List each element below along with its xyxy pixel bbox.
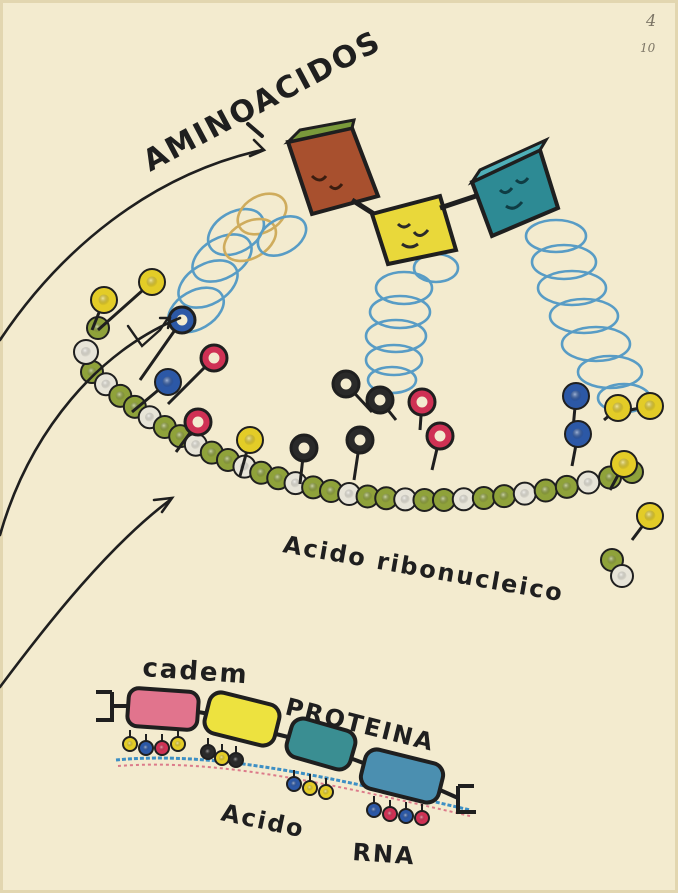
page-mark: 4 — [645, 11, 656, 30]
mini-base-icon-highlight — [403, 813, 409, 819]
nucleotide-base-icon-highlight — [163, 377, 174, 388]
backbone-nucleotide-highlight — [309, 483, 318, 492]
backbone-nucleotide-highlight — [401, 495, 410, 504]
nucleotide-base-icon-highlight — [355, 435, 366, 446]
nucleotide-base-icon-highlight — [147, 277, 158, 288]
nucleotide-base-icon-highlight — [193, 417, 204, 428]
backbone-nucleotide-highlight — [145, 413, 154, 422]
mini-base-icon-highlight — [233, 757, 239, 763]
mini-base-icon-highlight — [419, 815, 425, 821]
backbone-nucleotide-highlight — [191, 440, 200, 449]
backbone-nucleotide-highlight — [274, 474, 283, 483]
page-mark-small: 10 — [640, 41, 656, 55]
mini-base-icon-highlight — [291, 781, 297, 787]
backbone-nucleotide-highlight — [479, 493, 488, 502]
backbone-nucleotide-highlight — [420, 495, 429, 504]
backbone-nucleotide-highlight — [382, 494, 391, 503]
backbone-nucleotide-highlight — [223, 455, 232, 464]
mini-base-icon-highlight — [175, 741, 181, 747]
mini-base-icon-highlight — [143, 745, 149, 751]
backbone-nucleotide-highlight — [160, 422, 169, 431]
nucleotide-base-icon-highlight — [341, 379, 352, 390]
nucleotide-base-icon-highlight — [417, 397, 428, 408]
backbone-nucleotide-highlight — [116, 391, 125, 400]
nucleotide-base-icon-highlight — [299, 443, 310, 454]
mini-base-icon-highlight — [159, 745, 165, 751]
nucleotide-base-icon-highlight — [209, 353, 220, 364]
backbone-nucleotide-highlight — [541, 486, 550, 495]
mini-base-icon-highlight — [371, 807, 377, 813]
nucleotide-base-icon-highlight — [375, 395, 386, 406]
backbone-nucleotide-highlight — [326, 486, 335, 495]
backbone-nucleotide-highlight — [345, 489, 354, 498]
backbone-nucleotide-highlight — [101, 380, 110, 389]
nucleotide-base-icon-highlight — [99, 295, 110, 306]
nucleotide-base-icon-highlight — [573, 429, 584, 440]
mini-base-icon-highlight — [307, 785, 313, 791]
backbone-nucleotide-highlight — [617, 571, 626, 580]
backbone-nucleotide-highlight — [81, 347, 91, 357]
label-rna-word: RNA — [352, 838, 417, 870]
backbone-nucleotide-highlight — [500, 492, 509, 501]
nucleotide-base-icon-highlight — [645, 401, 656, 412]
mini-base-icon-highlight — [219, 755, 225, 761]
mini-base-icon-highlight — [127, 741, 133, 747]
nucleotide-base-icon-highlight — [645, 511, 656, 522]
backbone-nucleotide-highlight — [257, 468, 266, 477]
mini-base-icon-highlight — [205, 749, 211, 755]
backbone-nucleotide-highlight — [584, 478, 593, 487]
backbone-nucleotide-highlight — [439, 495, 448, 504]
backbone-nucleotide-highlight — [459, 495, 468, 504]
mini-base-icon-highlight — [387, 811, 393, 817]
backbone-nucleotide-highlight — [562, 482, 571, 491]
backbone-nucleotide-highlight — [607, 555, 616, 564]
mini-base-icon-highlight — [323, 789, 329, 795]
backbone-nucleotide-highlight — [605, 473, 614, 482]
nucleotide-base-icon-highlight — [571, 391, 582, 402]
nucleotide-base-icon-highlight — [619, 459, 630, 470]
nucleotide-base-icon-highlight — [435, 431, 446, 442]
backbone-nucleotide-highlight — [520, 489, 529, 498]
nucleotide-base-icon-highlight — [245, 435, 256, 446]
backbone-nucleotide-highlight — [207, 448, 216, 457]
backbone-nucleotide-highlight — [363, 492, 372, 501]
nucleotide-base-icon-highlight — [613, 403, 624, 414]
